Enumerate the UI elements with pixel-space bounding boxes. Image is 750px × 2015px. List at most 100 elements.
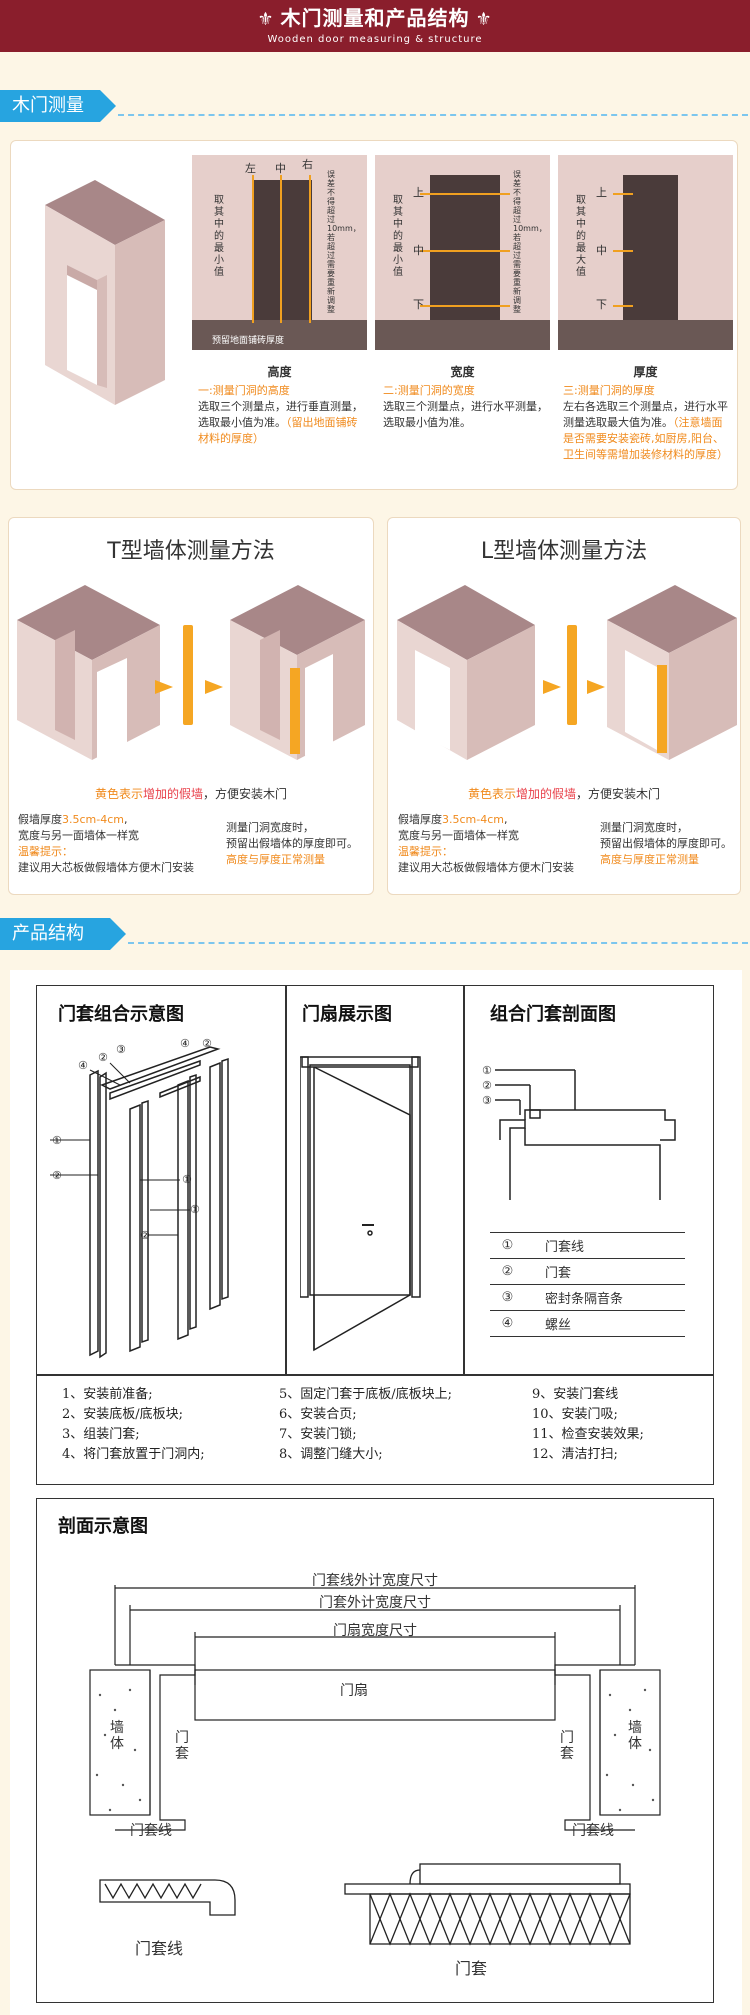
step: 5、固定门套于底板/底板块上; [279, 1387, 453, 1402]
legend-row: ③ 密封条隔音条 [490, 1285, 685, 1311]
label-wall-right: 墙体 [628, 1720, 642, 1752]
measure-desc-width: 二:测量门洞的宽度 选取三个测量点，进行水平测量，选取最小值为准。 [383, 383, 548, 431]
step: 3、组装门套; [62, 1427, 140, 1442]
text: 测量门洞宽度时， [600, 821, 688, 834]
legend-text: 螺丝 [545, 1318, 572, 1333]
num-1: ① [190, 1203, 200, 1216]
step: 8、调整门缝大小; [279, 1447, 383, 1462]
step: 10、安装门吸; [532, 1407, 618, 1422]
floor-note: 预留地面铺砖厚度 [212, 336, 285, 346]
t-wall-illustration [17, 585, 365, 760]
tip-label: 温馨提示： [18, 845, 73, 858]
label-bottom-trim: 门套线 [135, 1939, 184, 1958]
num-1: ① [52, 1134, 62, 1147]
vert-note: 取其中的最小值 [393, 195, 403, 278]
text-highlight: 高度与厚度正常测量 [600, 853, 699, 866]
num-2: ② [140, 1229, 150, 1242]
frame-section-diagram: ① ② ③ [482, 1064, 676, 1200]
num-3: ③ [116, 1043, 126, 1056]
section-tab-label: 木门测量 [12, 95, 84, 116]
page-header: ⚜木门测量和产品结构⚜ Wooden door measuring & stru… [0, 0, 750, 52]
text: 假墙厚度 [18, 813, 62, 826]
legend-num: ④ [501, 1316, 514, 1331]
col-title-door-leaf: 门扇展示图 [302, 1004, 392, 1025]
header-subtitle: Wooden door measuring & structure [267, 33, 483, 45]
text: 假墙厚度 [398, 813, 442, 826]
jamb-profile-diagram [344, 1863, 631, 1946]
label-trim-right: 门套线 [572, 1823, 614, 1839]
legend-pre: 黄色表示 [94, 787, 143, 801]
section-tab-measure: 木门测量 [0, 90, 116, 122]
label-top: 上 [413, 186, 424, 199]
fleur-icon: ⚜ [257, 8, 275, 30]
desc-body: 左右各选取三个测量点，进行水平测量选取最大值为准。 [563, 400, 728, 429]
dim-frame-width: 门套外计宽度尺寸 [319, 1595, 431, 1611]
step: 12、清洁打扫; [532, 1447, 618, 1462]
label-mid: 中 [413, 244, 424, 257]
steps-row: 2、安装底板/底板块; 6、安装合页; 10、安装门吸; [62, 1405, 712, 1425]
l-wall-legend: 黄色表示增加的假墙，方便安装木门 [387, 785, 741, 802]
step: 2、安装底板/底板块; [62, 1407, 184, 1422]
step: 9、安装门套线 [532, 1387, 619, 1402]
label-bottom: 下 [413, 298, 424, 311]
legend-row: ① 门套线 [490, 1233, 685, 1259]
label-door-leaf: 门扇 [340, 1683, 368, 1699]
measure-desc-height: 一:测量门洞的高度 选取三个测量点，进行垂直测量，选取最小值为准。（留出地面铺砖… [198, 383, 363, 447]
steps-row: 4、将门套放置于门洞内; 8、调整门缝大小; 12、清洁打扫; [62, 1445, 712, 1465]
t-wall-legend: 黄色表示增加的假墙，方便安装木门 [8, 785, 374, 802]
legend-text: 门套线 [545, 1240, 585, 1255]
steps-row: 1、安装前准备; 5、固定门套于底板/底板块上; 9、安装门套线 [62, 1385, 712, 1405]
label-right: 右 [302, 158, 313, 171]
step: 6、安装合页; [279, 1407, 357, 1422]
section-view-title: 剖面示意图 [58, 1516, 148, 1537]
text: 测量门洞宽度时， [226, 821, 314, 834]
legend-post: ，方便安装木门 [576, 787, 661, 801]
num-2: ② [482, 1079, 492, 1092]
num-2: ② [98, 1051, 108, 1064]
section-tab-label: 产品结构 [12, 923, 84, 944]
desc-body: 选取三个测量点，进行垂直测量，选取最小值为准。 [198, 400, 363, 429]
text-highlight: 3.5cm-4cm [442, 813, 504, 826]
frame-assembly-diagram: ① ② ① ① ② ④ ② ③ ④ ② [50, 1037, 229, 1359]
text: , [124, 813, 128, 826]
l-wall-illustration [397, 585, 737, 760]
section-tab-structure: 产品结构 [0, 918, 126, 950]
measure-photo-width: 上 中 下 取其中的最小值 误差不得超过10mm，若超过需要重新调整 [375, 155, 550, 350]
measure-photo-thickness: 上 中 下 取其中的最大值 [558, 155, 733, 350]
col-title-frame-section: 组合门套剖面图 [490, 1004, 616, 1025]
legend-text: 密封条隔音条 [545, 1292, 624, 1307]
t-wall-right-text: 测量门洞宽度时， 预留出假墙体的厚度即可。 高度与厚度正常测量 [226, 820, 371, 868]
legend-highlight: 增加的假墙 [515, 787, 576, 801]
tip-body: 建议用大芯板做假墙体方便木门安装 [18, 861, 194, 874]
num-1: ① [482, 1064, 492, 1077]
step: 7、安装门锁; [279, 1427, 357, 1442]
text-highlight: 高度与厚度正常测量 [226, 853, 325, 866]
legend-text: 门套 [545, 1266, 572, 1281]
vert-note: 取其中的最大值 [576, 195, 586, 278]
desc-body: 选取三个测量点，进行水平测量，选取最小值为准。 [383, 400, 548, 429]
step: 11、检查安装效果; [532, 1427, 644, 1442]
steps-row: 3、组装门套; 7、安装门锁; 11、检查安装效果; [62, 1425, 712, 1445]
legend-num: ③ [501, 1290, 514, 1305]
label-bottom: 下 [596, 298, 607, 311]
l-wall-left-text: 假墙厚度3.5cm-4cm, 宽度与另一面墙体一样宽 温馨提示： 建议用大芯板做… [398, 812, 598, 876]
l-wall-right-text: 测量门洞宽度时， 预留出假墙体的厚度即可。 高度与厚度正常测量 [600, 820, 740, 868]
legend-row: ④ 螺丝 [490, 1311, 685, 1337]
legend-num: ① [501, 1238, 514, 1253]
trim-profile-diagram [99, 1879, 236, 1916]
caption-width: 宽度 [450, 365, 475, 379]
dim-leaf-width: 门扇宽度尺寸 [333, 1623, 417, 1639]
desc-heading: 一:测量门洞的高度 [198, 384, 290, 397]
section-divider [118, 114, 748, 116]
desc-heading: 二:测量门洞的宽度 [383, 384, 475, 397]
label-left: 左 [245, 162, 256, 175]
num-4: ④ [78, 1059, 88, 1072]
vert-note: 取其中的最小值 [214, 195, 224, 278]
door-leaf-diagram [300, 1056, 421, 1352]
row-divider [36, 1374, 714, 1376]
text: , [504, 813, 508, 826]
label-bottom-jamb: 门套 [455, 1959, 488, 1978]
side-note: 误差不得超过10mm，若超过需要重新调整 [513, 170, 547, 314]
section-view-diagram [89, 1585, 661, 1831]
t-wall-left-text: 假墙厚度3.5cm-4cm, 宽度与另一面墙体一样宽 温馨提示： 建议用大芯板做… [18, 812, 218, 876]
